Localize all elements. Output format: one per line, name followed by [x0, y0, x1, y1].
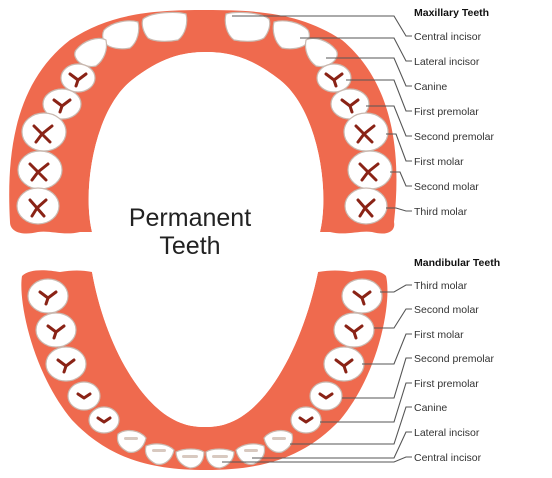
maxillary-second-premolar-label: Second premolar [414, 131, 494, 143]
mandibular-heading-text: Mandibular Teeth [414, 257, 500, 269]
lower-right-lateral-incisor-edge [244, 449, 258, 452]
maxillary-central-incisor-label: Central incisor [414, 31, 482, 43]
mandibular-third-molar-label: Third molar [414, 280, 468, 292]
lower-right-second-premolar [310, 382, 342, 410]
maxillary-heading: Maxillary Teeth [414, 7, 489, 19]
title-line1: Permanent [129, 204, 251, 232]
maxillary-lateral-incisor-label: Lateral incisor [414, 56, 480, 68]
lower-right-third-molar [342, 279, 382, 313]
maxillary-canine-label: Canine [414, 81, 447, 93]
upper-left-central-incisor [142, 12, 186, 41]
lower-right-canine-edge [272, 437, 286, 440]
mandibular-second-premolar-label: Second premolar [414, 353, 494, 365]
mandibular-first-molar-label: First molar [414, 329, 464, 341]
upper-right-central-incisor [225, 12, 269, 41]
lower-right-first-molar [324, 347, 364, 381]
lower-left-first-molar [46, 347, 86, 381]
mandibular-canine-label: Canine [414, 402, 447, 414]
mandibular-first-premolar-label: First premolar [414, 378, 479, 390]
lower-right-second-molar [334, 313, 374, 347]
mandibular-heading: Mandibular Teeth [414, 257, 500, 269]
lower-left-canine-edge [124, 437, 138, 440]
mandibular-second-molar-label: Second molar [414, 304, 479, 316]
lower-left-first-premolar [89, 407, 119, 433]
maxillary-heading-text: Maxillary Teeth [414, 7, 489, 19]
lower-left-second-molar [36, 313, 76, 347]
mandibular-central-incisor-label: Central incisor [414, 452, 482, 464]
mandibular-lateral-incisor-label: Lateral incisor [414, 427, 480, 439]
lower-left-third-molar [28, 279, 68, 313]
lower-left-central-incisor-edge [182, 455, 198, 458]
maxillary-third-molar-label: Third molar [414, 206, 468, 218]
lower-left-lateral-incisor-edge [152, 449, 166, 452]
upper-right-first-premolar [317, 64, 351, 92]
maxillary-first-molar-label: First molar [414, 156, 464, 168]
lower-left-second-premolar [68, 382, 100, 410]
title-line2: Teeth [159, 232, 220, 260]
lower-right-central-incisor-edge [212, 455, 228, 458]
lower-right-first-premolar [291, 407, 321, 433]
maxillary-second-molar-label: Second molar [414, 181, 479, 193]
upper-left-first-premolar [61, 64, 95, 92]
maxillary-first-premolar-label: First premolar [414, 106, 479, 118]
